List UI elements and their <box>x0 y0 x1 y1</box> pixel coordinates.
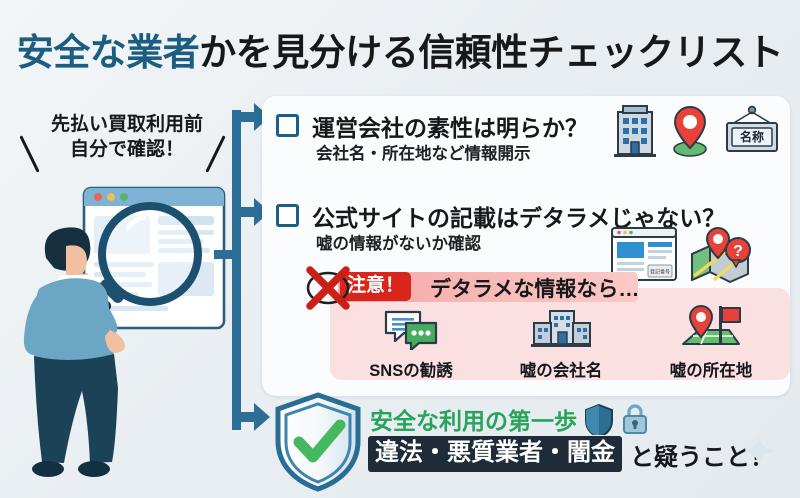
svg-text:登記番号: 登記番号 <box>650 269 670 276</box>
svg-text:?: ? <box>733 243 743 260</box>
title-accent: 安全な業者 <box>16 32 200 73</box>
office-building-icon <box>614 105 656 157</box>
left-caption-line2: 自分で確認！ <box>69 139 184 161</box>
small-shield-icon <box>585 403 613 435</box>
risk-keywords-badge: 違法・悪質業者・闇金 <box>368 436 622 473</box>
sparkle-icon <box>744 436 774 466</box>
person-with-magnifier-illustration <box>23 186 226 477</box>
warning-item-2: 嘘の会社名 <box>491 308 631 381</box>
warning-badge: 注意！ <box>340 272 412 302</box>
left-caption-line1: 先払い買取利用前 <box>50 114 203 135</box>
warning-item-3-label: 嘘の所在地 <box>669 362 753 380</box>
big-x-mark-icon <box>306 266 350 310</box>
map-with-pin-question-icon: ? <box>691 226 751 283</box>
checklist-question-2: 公式サイトの記載はデタラメじゃない？ <box>312 205 726 231</box>
warning-items: SNSの勧誘 嘘の会社名 <box>336 304 786 381</box>
padlock-icon <box>623 404 647 434</box>
checklist-question-1: 運営会社の素性は明らか？ <box>312 115 588 141</box>
page-title: 安全な業者かを見分ける信頼性チェックリスト <box>0 22 800 76</box>
warning-item-1-label: SNSの勧誘 <box>369 362 453 380</box>
fake-company-building-icon <box>531 310 591 347</box>
conclusion-tail-text: と疑うこと！ <box>630 443 774 471</box>
sign-label: 名称 <box>740 129 764 144</box>
title-rest: かを見分ける信頼性チェックリスト <box>199 32 784 73</box>
shield-check-icon <box>275 392 361 492</box>
checkbox-1[interactable] <box>276 114 299 137</box>
browser-window-icon: 登記番号 <box>611 227 677 281</box>
checklist-subtext-2: 嘘の情報がないか確認 <box>316 235 481 253</box>
conclusion-line-2: 違法・悪質業者・闇金 と疑うこと！ <box>368 436 774 473</box>
left-caption: 先払い買取利用前 自分で確認！ <box>18 112 236 162</box>
map-pin-flag-icon <box>682 304 741 345</box>
conclusion-line-1: 安全な利用の第一歩 <box>370 402 649 436</box>
checklist-subtext-1: 会社名・所在地など情報開示 <box>316 145 531 163</box>
flow-connector-arrows <box>214 103 270 431</box>
warning-item-3: 嘘の所在地 <box>641 304 781 381</box>
chat-bubbles-icon <box>384 310 438 352</box>
warning-item-2-label: 嘘の会社名 <box>519 362 603 380</box>
warning-headline: デタラメな情報なら… <box>430 278 640 301</box>
map-pin-icon <box>673 105 707 157</box>
warning-item-1: SNSの勧誘 <box>341 308 481 381</box>
safe-first-step-text: 安全な利用の第一歩 <box>370 408 577 434</box>
row-2-icons: 登記番号 ? <box>610 224 754 284</box>
name-sign-icon: 名称 <box>726 105 778 152</box>
checkbox-2[interactable] <box>276 204 299 227</box>
row-1-icons: 名称 <box>612 104 782 158</box>
